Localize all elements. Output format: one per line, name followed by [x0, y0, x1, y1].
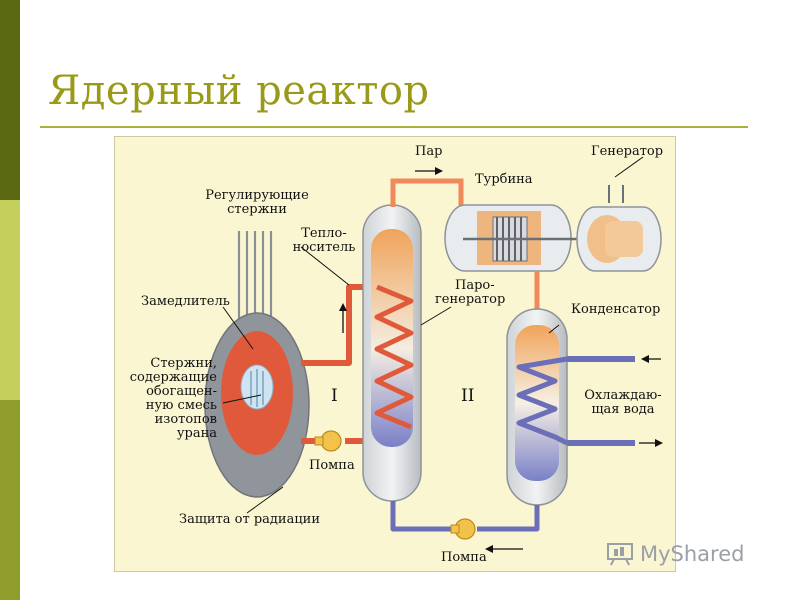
accent-bar-middle	[0, 200, 20, 400]
label-circuit-2: II	[461, 386, 475, 406]
condenser	[506, 308, 569, 506]
reactor-diagram: Пар Турбина Генератор Регулирующие стерж…	[114, 136, 676, 572]
slide-title: Ядерный реактор	[48, 68, 430, 114]
secondary-return-loop	[390, 501, 540, 532]
label-fuel-line3: обогащен-	[146, 384, 217, 399]
cooling-out-arrow-head	[655, 439, 663, 447]
label-coolant-line2: носитель	[292, 240, 356, 255]
accent-bar-bottom	[0, 400, 20, 600]
label-moderator: Замедлитель	[141, 294, 230, 309]
label-control-rods-line2: стержни	[227, 202, 287, 217]
presentation-board-icon	[607, 543, 633, 566]
flow-arrow-up-head	[339, 303, 347, 311]
label-turbine: Турбина	[475, 172, 533, 187]
label-cooling-water-line2: щая вода	[591, 402, 655, 417]
label-fuel-line1: Стержни,	[150, 356, 217, 371]
steam-generator	[362, 204, 422, 502]
label-steam-generator-line2: генератор	[435, 292, 506, 307]
generator	[576, 156, 662, 272]
label-cooling-water-line1: Охлаждаю-	[584, 388, 662, 403]
accent-bar-top	[0, 0, 20, 200]
return-arrow-head	[485, 545, 493, 553]
label-steam: Пар	[415, 144, 443, 159]
label-steam-generator-line1: Паро-	[455, 278, 495, 293]
cooling-in-arrow-head	[641, 355, 649, 363]
turbine	[444, 204, 585, 272]
pump-1-icon	[314, 430, 342, 452]
label-coolant-line1: Тепло-	[301, 226, 347, 241]
reactor-vessel	[204, 312, 310, 498]
label-control-rods-line1: Регулирующие	[205, 188, 309, 203]
watermark-text: MyShared	[640, 542, 745, 566]
steam-arrow-head	[435, 167, 443, 175]
label-fuel-line4: ную смесь	[145, 398, 217, 413]
label-circuit-1: I	[331, 386, 338, 406]
diagram-drawing	[204, 156, 663, 553]
label-fuel-line2: содержащие	[129, 370, 217, 385]
label-generator: Генератор	[591, 144, 664, 159]
cooling-water-pipes	[567, 356, 635, 446]
primary-loop	[301, 284, 371, 444]
label-pump-1: Помпа	[309, 458, 355, 473]
leader-lines	[222, 246, 560, 514]
label-condenser: Конденсатор	[571, 302, 661, 317]
steam-pipe	[390, 178, 464, 215]
label-radiation-shield: Защита от радиации	[179, 512, 321, 527]
label-fuel-line5: изотопов	[154, 412, 217, 427]
pump-2-icon	[450, 518, 476, 540]
label-fuel-line6: урана	[176, 426, 217, 441]
title-underline	[40, 126, 748, 128]
label-pump-2: Помпа	[441, 550, 487, 565]
